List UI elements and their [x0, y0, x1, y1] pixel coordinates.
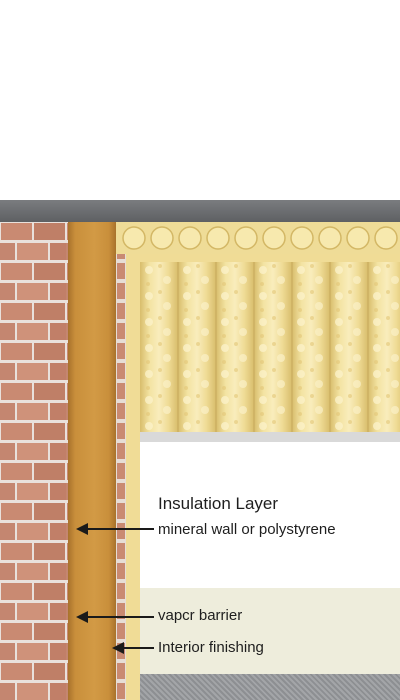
- insulation-top-edge: [116, 222, 400, 254]
- brick-wall: [0, 222, 70, 700]
- interior-finishing-label: Interior finishing: [158, 639, 264, 656]
- vapor-barrier-label: vapcr barrier: [158, 607, 243, 624]
- arrow-left-icon: [76, 523, 154, 535]
- top-cap: [0, 200, 400, 222]
- arrow-left-icon: [76, 611, 154, 623]
- arrow-left-icon: [112, 642, 154, 654]
- insulation-material-label: mineral wall or polystyrene: [158, 521, 336, 538]
- insulation-batts: [140, 262, 400, 440]
- vapor-barrier-layer: [140, 588, 400, 674]
- timber-stud: [68, 222, 116, 700]
- interior-finishing-layer: [140, 674, 400, 700]
- heading-label: Insulation Layer: [158, 494, 279, 513]
- label-panel: [140, 442, 400, 588]
- batt-bottom-line: [140, 432, 400, 442]
- brick-strip: [116, 222, 126, 700]
